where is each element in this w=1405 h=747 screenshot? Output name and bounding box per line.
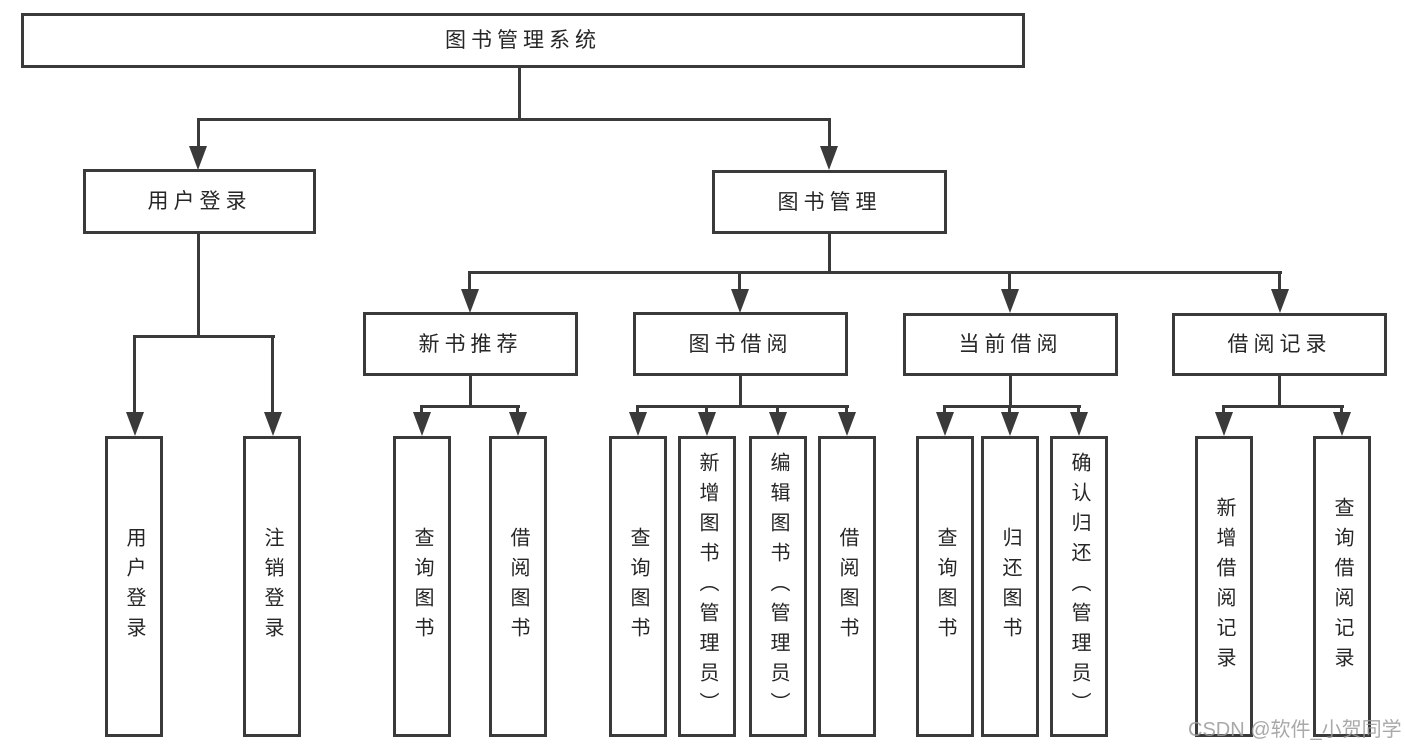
node-current-borrowing: 当前借阅 bbox=[903, 313, 1118, 376]
connector-line bbox=[1222, 405, 1344, 408]
arrowhead-down bbox=[413, 412, 431, 436]
connector-line bbox=[468, 271, 471, 293]
node-new-book-recommendation: 新书推荐 bbox=[363, 312, 578, 376]
connector-line bbox=[1008, 271, 1011, 293]
leaf-confirm-return-admin: 确认归还（管理员） bbox=[1050, 436, 1108, 737]
connector-line bbox=[1009, 373, 1012, 407]
connector-line bbox=[468, 271, 1282, 274]
connector-line bbox=[738, 271, 741, 293]
connector-line bbox=[420, 405, 520, 408]
connector-line bbox=[636, 405, 849, 408]
arrowhead-down bbox=[1070, 412, 1088, 436]
arrowhead-down bbox=[769, 412, 787, 436]
arrowhead-down bbox=[509, 412, 527, 436]
arrowhead-down bbox=[698, 412, 716, 436]
connector-line bbox=[1278, 271, 1281, 293]
arrowhead-down bbox=[1001, 289, 1019, 313]
connector-line bbox=[636, 405, 639, 415]
leaf-add-borrow-record: 新增借阅记录 bbox=[1195, 436, 1253, 737]
node-book-management: 图书管理 bbox=[712, 170, 947, 234]
csdn-watermark: CSDN @软件_小贺同学 bbox=[1188, 719, 1402, 741]
arrowhead-down bbox=[126, 412, 144, 436]
connector-line bbox=[943, 405, 946, 415]
connector-line bbox=[845, 405, 848, 415]
leaf-return-books: 归还图书 bbox=[981, 436, 1039, 737]
connector-line bbox=[943, 405, 1081, 408]
connector-line bbox=[197, 231, 200, 337]
leaf-borrow-books-recommend: 借阅图书 bbox=[489, 436, 547, 737]
connector-line bbox=[469, 373, 472, 407]
connector-line bbox=[271, 335, 274, 414]
connector-line bbox=[1340, 405, 1343, 415]
arrowhead-down bbox=[1215, 412, 1233, 436]
leaf-edit-books-admin: 编辑图书（管理员） bbox=[749, 436, 807, 737]
node-book-borrowing: 图书借阅 bbox=[633, 312, 848, 376]
leaf-add-books-admin: 新增图书（管理员） bbox=[678, 436, 736, 737]
connector-line bbox=[1008, 405, 1011, 415]
leaf-query-borrow-record: 查询借阅记录 bbox=[1313, 436, 1371, 737]
arrowhead-down bbox=[1333, 412, 1351, 436]
connector-line bbox=[420, 405, 423, 415]
arrowhead-down bbox=[1001, 412, 1019, 436]
leaf-query-books-current: 查询图书 bbox=[916, 436, 974, 737]
leaf-logout: 注销登录 bbox=[243, 436, 301, 737]
connector-line bbox=[516, 405, 519, 415]
leaf-query-books-recommend: 查询图书 bbox=[393, 436, 451, 737]
connector-line bbox=[197, 118, 200, 148]
arrowhead-down bbox=[820, 146, 838, 170]
connector-line bbox=[828, 231, 831, 273]
arrowhead-down bbox=[838, 412, 856, 436]
connector-line bbox=[1077, 405, 1080, 415]
connector-line bbox=[1278, 373, 1281, 407]
connector-line bbox=[739, 373, 742, 407]
node-user-login: 用户登录 bbox=[83, 169, 316, 234]
leaf-user-login: 用户登录 bbox=[105, 436, 163, 737]
arrowhead-down bbox=[731, 289, 749, 313]
connector-line bbox=[776, 405, 779, 415]
leaf-borrow-books: 借阅图书 bbox=[818, 436, 876, 737]
arrowhead-down bbox=[461, 289, 479, 313]
arrowhead-down bbox=[1271, 289, 1289, 313]
arrowhead-down bbox=[629, 412, 647, 436]
connector-line bbox=[133, 335, 275, 338]
arrowhead-down bbox=[189, 146, 207, 170]
leaf-query-books-borrowing: 查询图书 bbox=[609, 436, 667, 737]
node-library-management-system: 图书管理系统 bbox=[21, 13, 1025, 68]
arrowhead-down bbox=[264, 412, 282, 436]
connector-line bbox=[828, 118, 831, 148]
connector-line bbox=[705, 405, 708, 415]
arrowhead-down bbox=[936, 412, 954, 436]
connector-line bbox=[518, 66, 521, 119]
node-borrowing-records: 借阅记录 bbox=[1172, 313, 1387, 376]
connector-line bbox=[197, 118, 831, 121]
connector-line bbox=[1222, 405, 1225, 415]
connector-line bbox=[133, 335, 136, 414]
